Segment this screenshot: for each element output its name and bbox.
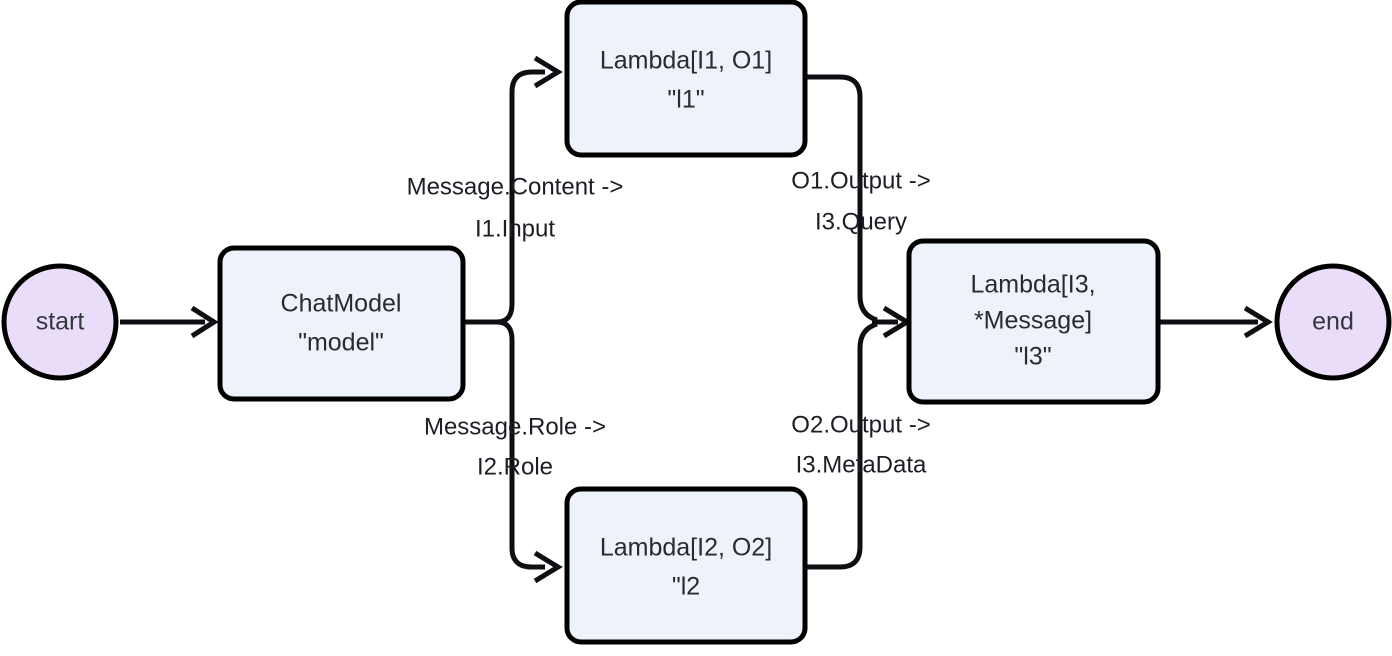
edge-lambda3-to-end	[1158, 305, 1273, 339]
node-end[interactable]: end	[1274, 263, 1392, 381]
node-lambda2[interactable]: Lambda[I2, O2] "l2	[564, 486, 808, 645]
edge-label-line-2: I3.Query	[815, 208, 907, 235]
edge-label-line-2: I3.MetaData	[796, 451, 927, 478]
chatmodel-label-line-1: ChatModel	[281, 290, 402, 318]
lambda3-label-line-3: "l3"	[1014, 343, 1051, 371]
lambda2-label-line-1: Lambda[I2, O2]	[600, 534, 772, 562]
edge-label-lambda2-to-lambda3: O2.Output -> I3.MetaData	[791, 411, 930, 478]
edge-label-line-1: O2.Output ->	[791, 411, 930, 438]
end-label: end	[1312, 308, 1354, 336]
lambda3-label-line-1: Lambda[I3,	[970, 271, 1095, 299]
edge-label-line-1: Message.Role ->	[424, 413, 606, 440]
edge-label-lambda1-to-lambda3: O1.Output -> I3.Query	[791, 167, 930, 235]
edge-label-line-2: I2.Role	[477, 453, 553, 480]
chatmodel-box	[217, 245, 466, 402]
start-label: start	[36, 308, 85, 336]
node-lambda3[interactable]: Lambda[I3, *Message] "l3"	[906, 238, 1161, 405]
edge-label-chatmodel-to-lambda1: Message.Content -> I1.Input	[407, 173, 624, 242]
chatmodel-label-line-2: "model"	[298, 329, 384, 357]
edge-label-chatmodel-to-lambda2: Message.Role -> I2.Role	[424, 413, 606, 480]
lambda1-box	[564, 0, 808, 158]
start-circle	[1, 263, 119, 381]
lambda3-label-line-2: *Message]	[974, 307, 1092, 335]
lambda1-label-line-2: "l1"	[667, 86, 704, 114]
edge-start-to-chatmodel	[120, 305, 219, 339]
node-start[interactable]: start	[1, 263, 119, 381]
edge-label-line-2: I1.Input	[475, 215, 555, 242]
node-lambda1[interactable]: Lambda[I1, O1] "l1"	[564, 0, 808, 158]
lambda3-box	[906, 238, 1161, 405]
lambda2-box	[564, 486, 808, 645]
lambda1-label-line-1: Lambda[I1, O1]	[600, 47, 772, 75]
edge-chatmodel-to-lambda1	[496, 55, 563, 325]
edge-chatmodel-to-lambda2	[496, 319, 563, 584]
edge-merge-arrow-to-lambda3	[872, 305, 912, 339]
edge-label-line-1: O1.Output ->	[791, 167, 930, 194]
node-chatmodel[interactable]: ChatModel "model"	[217, 245, 466, 402]
end-circle	[1274, 263, 1392, 381]
edge-lambda2-to-lambda3	[805, 321, 878, 570]
edge-lambda1-to-lambda3	[805, 74, 878, 323]
lambda2-label-line-2: "l2	[672, 573, 700, 601]
edge-label-line-1: Message.Content ->	[407, 173, 624, 200]
